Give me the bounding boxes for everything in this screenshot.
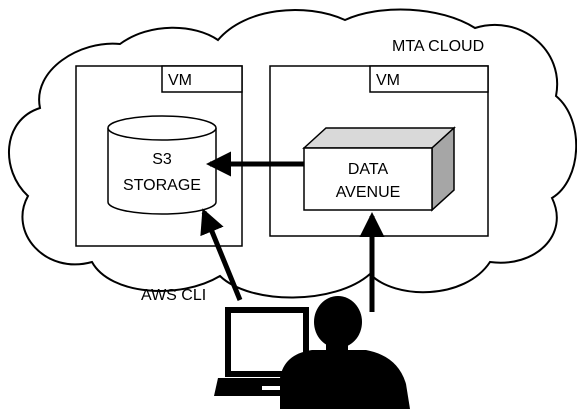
vm-right-tab bbox=[369, 65, 489, 93]
vm-left-tab bbox=[161, 65, 243, 93]
vm-right-label: VM bbox=[376, 72, 400, 89]
user-head bbox=[314, 296, 362, 348]
s3-storage-icon: S3 STORAGE bbox=[107, 115, 217, 215]
vm-left: VM S3 STORAGE bbox=[75, 65, 243, 247]
box-front-face bbox=[303, 147, 433, 211]
vm-left-label: VM bbox=[168, 72, 192, 89]
box-top-face bbox=[302, 127, 456, 149]
storage-label-line2: STORAGE bbox=[123, 177, 201, 194]
user-silhouette-icon bbox=[280, 296, 410, 409]
data-avenue-box: DATA AVENUE bbox=[302, 126, 456, 212]
service-label-line1: DATA bbox=[348, 161, 389, 178]
cloud-label: MTA CLOUD bbox=[392, 38, 484, 55]
storage-cylinder-body bbox=[107, 128, 217, 215]
user-body bbox=[280, 350, 410, 409]
service-label-line2: AVENUE bbox=[336, 184, 401, 201]
storage-label-line1: S3 bbox=[152, 151, 172, 168]
laptop-trackpad bbox=[262, 386, 280, 390]
arrow-user-to-storage bbox=[200, 208, 243, 301]
storage-cylinder-top bbox=[107, 115, 217, 141]
vm-right: VM DATA AVENUE bbox=[269, 65, 489, 237]
aws-cli-label: AWS CLI bbox=[141, 287, 206, 304]
